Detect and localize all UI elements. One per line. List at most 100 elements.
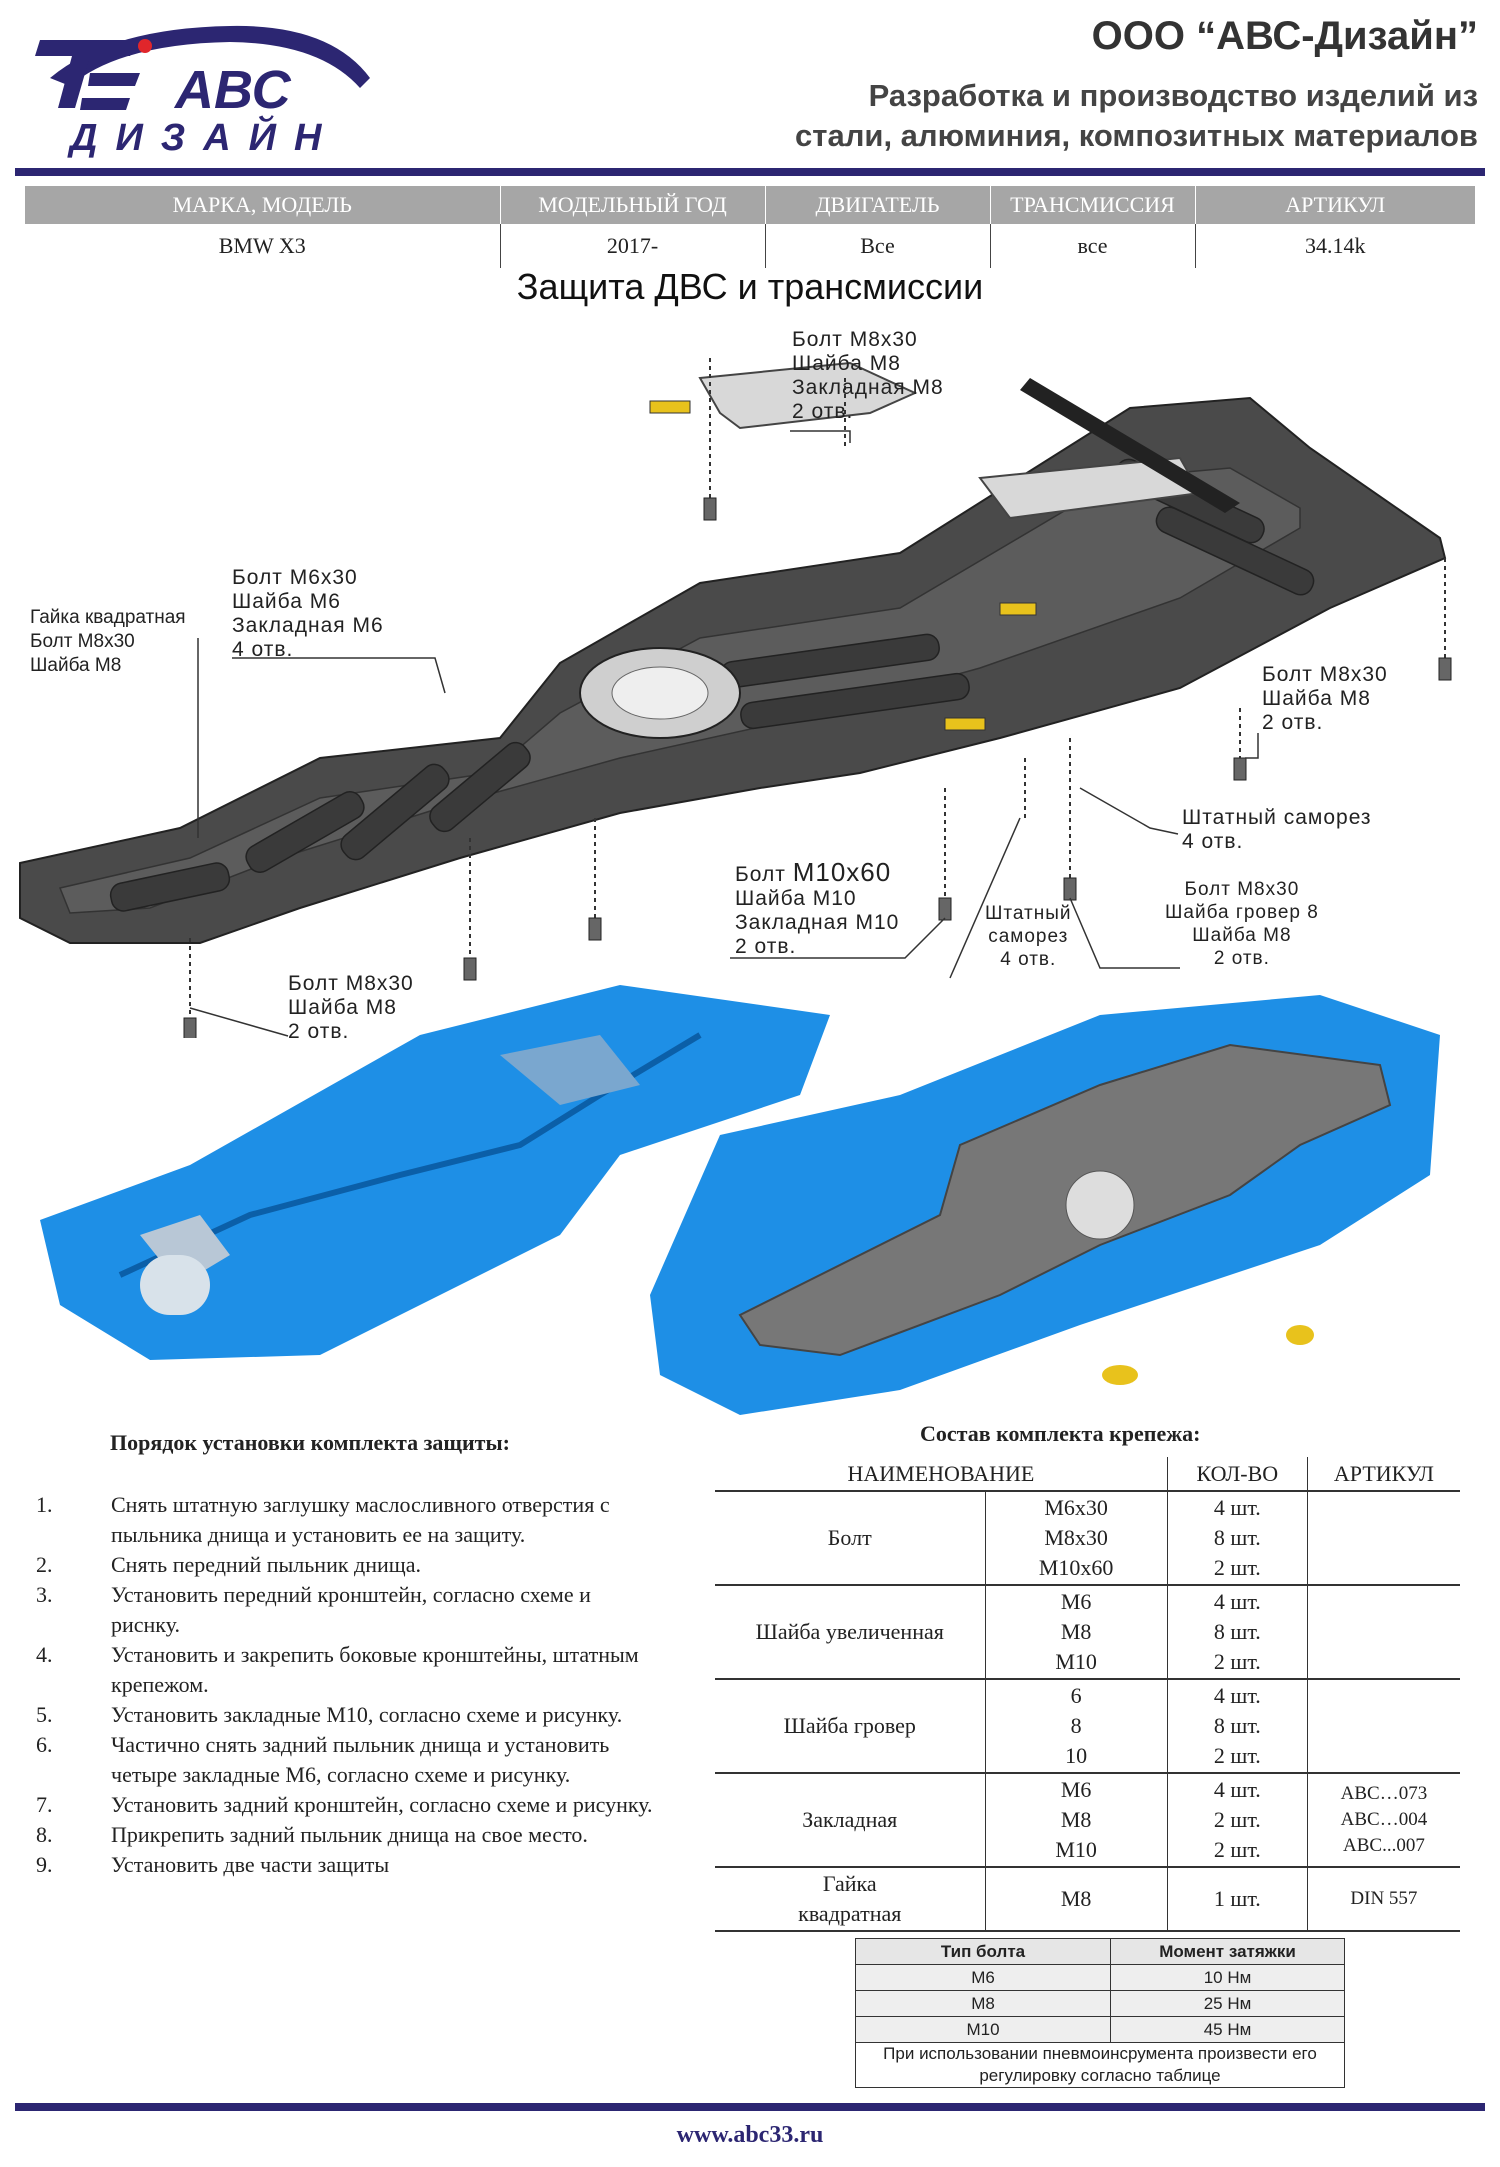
callout-line: Шайба М8 — [1262, 687, 1371, 710]
website-link[interactable]: www.abc33.ru — [676, 2122, 824, 2148]
hw-name: Шайба увеличенная — [715, 1585, 985, 1680]
install-step: 8. Прикрепить задний пыльник днища на сво… — [36, 1820, 656, 1850]
scan-underbody-image — [40, 985, 830, 1360]
callout-line: 2 отв. — [1262, 711, 1324, 734]
hw-qty: 1 шт. — [1166, 1867, 1308, 1932]
step-text: Установить закладные М10, согласно схеме… — [111, 1702, 623, 1727]
install-steps-list: 1. Снять штатную заглушку маслосливного о… — [36, 1490, 656, 1880]
callout-line: 4 отв. — [1000, 949, 1057, 970]
install-step: 3. Установить передний кронштейн, согласн… — [36, 1580, 656, 1640]
hw-qty: 4 шт. 8 шт. 2 шт. — [1166, 1679, 1308, 1774]
step-number: 5. — [36, 1702, 53, 1727]
step-number: 3. — [36, 1582, 53, 1607]
torque-value: 10 Нм — [1110, 1964, 1345, 1991]
callout-line: Шайба М8 — [1192, 925, 1292, 946]
scan-with-plate-image — [650, 995, 1440, 1415]
install-step: 1. Снять штатную заглушку маслосливного о… — [36, 1490, 656, 1550]
hw-qty: 4 шт. 2 шт. 2 шт. — [1166, 1773, 1308, 1868]
step-number: 1. — [36, 1492, 53, 1517]
page-title: Защита ДВС и трансмиссии — [516, 266, 984, 307]
table-row: Закладная М6 М8 М10 4 шт. 2 шт. 2 шт. АВ… — [715, 1773, 1460, 1868]
callout-line: Шайба М8 — [30, 655, 122, 676]
table-row: Шайба увеличенная М6 М8 М10 4 шт. 8 шт. … — [715, 1585, 1460, 1680]
callout-line: Болт М8х30 — [30, 631, 135, 652]
callout-line: саморез — [988, 926, 1069, 947]
hw-name: Болт — [715, 1491, 985, 1586]
callout-line: 2 отв. — [735, 935, 797, 958]
callout-line: 4 отв. — [1182, 830, 1244, 853]
torque-note: При использовании пневмоинсрумента произ… — [855, 2042, 1345, 2088]
torque-bolt: М8 — [855, 1990, 1111, 2017]
callout-line: Закладная М10 — [735, 911, 900, 934]
install-step: 5. Установить закладные М10, согласно схе… — [36, 1700, 656, 1730]
spec-transmission: все — [990, 224, 1196, 268]
callout-line: 4 отв. — [232, 638, 294, 661]
exploded-assembly-diagram — [19, 358, 1452, 1038]
hardware-title: Состав комплекта крепежа: — [920, 1421, 1201, 1446]
callout-line: Болт М6х30 — [232, 566, 358, 589]
table-row: Шайба гровер 6 8 10 4 шт. 8 шт. 2 шт. — [715, 1679, 1460, 1774]
spec-year: 2017- — [500, 224, 766, 268]
hw-qty: 4 шт. 8 шт. 2 шт. — [1166, 1585, 1308, 1680]
hw-article: АВС…073 АВС…004 АВС...007 — [1306, 1773, 1460, 1868]
logo-text-bottom: ДИЗАЙН — [67, 114, 339, 158]
hw-header-article: АРТИКУЛ — [1306, 1457, 1460, 1492]
callout-line: Шайба гровер 8 — [1165, 902, 1319, 923]
step-text: Установить две части защиты — [111, 1852, 390, 1877]
step-number: 6. — [36, 1732, 53, 1757]
callout-line: Закладная М6 — [232, 614, 384, 637]
install-step: 9. Установить две части защиты — [36, 1850, 656, 1880]
hw-header-name: НАИМЕНОВАНИЕ — [715, 1457, 1168, 1492]
spec-header-article: АРТИКУЛ — [1195, 186, 1475, 224]
hw-qty: 4 шт. 8 шт. 2 шт. — [1166, 1491, 1308, 1586]
spec-header-engine: ДВИГАТЕЛЬ — [765, 186, 991, 224]
hw-sizes: М6 М8 М10 — [984, 1773, 1168, 1868]
company-name: ООО “АВС-Дизайн” — [1091, 14, 1478, 58]
company-logo: АВС ДИЗАЙН — [35, 25, 370, 158]
torque-bolt: М6 — [855, 1964, 1111, 1991]
callout-line: Шайба М10 — [735, 887, 857, 910]
spec-article: 34.14k — [1305, 233, 1366, 258]
callout-line: Болт М10х60 — [735, 857, 899, 887]
callout-line: 2 отв. — [792, 400, 854, 423]
step-text: Снять передний пыльник днища. — [111, 1552, 421, 1577]
callout-front-bolt: Болт М8х30 Шайба М8 2 отв. — [288, 972, 414, 1044]
table-row: Гайка квадратная М8 1 шт. DIN 557 — [715, 1867, 1460, 1932]
callout-line: Шайба М8 — [792, 352, 901, 375]
spec-model: BMW X3 — [25, 224, 501, 268]
step-number: 9. — [36, 1852, 53, 1877]
torque-header-moment: Момент затяжки — [1110, 1938, 1345, 1965]
step-text: Частично снять задний пыльник днища и ус… — [111, 1732, 610, 1787]
callout-line: Шайба М8 — [288, 996, 397, 1019]
hw-name: Гайка квадратная — [715, 1867, 985, 1932]
hw-sizes: 6 8 10 — [984, 1679, 1168, 1774]
hw-article — [1306, 1491, 1460, 1586]
header-divider — [15, 168, 1485, 176]
callout-line: Закладная М8 — [792, 376, 944, 399]
spec-header-model: МАРКА, МОДЕЛЬ — [25, 186, 501, 224]
hw-article: DIN 557 — [1306, 1867, 1460, 1932]
hw-article — [1306, 1585, 1460, 1680]
callout-prefix: Болт — [735, 863, 793, 886]
tagline-line-2: стали, алюминия, композитных материалов — [795, 118, 1478, 153]
callout-line: Болт М8х30 — [792, 328, 918, 351]
torque-header-bolt: Тип болта — [855, 1938, 1111, 1965]
callout-stock-screw: Штатный саморез 4 отв. — [985, 902, 1072, 971]
hw-header-qty: КОЛ-ВО — [1166, 1457, 1308, 1492]
callout-line: Гайка квадратная — [30, 607, 186, 628]
tagline-line-1: Разработка и производство изделий из — [868, 78, 1478, 113]
step-number: 8. — [36, 1822, 53, 1847]
step-text: Прикрепить задний пыльник днища на свое … — [111, 1822, 588, 1847]
callout-line: Болт М8х30 — [1262, 663, 1388, 686]
torque-value: 25 Нм — [1110, 1990, 1345, 2017]
step-number: 7. — [36, 1792, 53, 1817]
logo-text-top: АВС — [173, 60, 292, 120]
callout-m6-embed: Болт М6х30 Шайба М6 Закладная М6 4 отв. — [232, 566, 384, 662]
hw-sizes: М6х30 М8х30 М10х60 — [984, 1491, 1168, 1586]
step-text: Снять штатную заглушку маслосливного отв… — [111, 1492, 610, 1547]
torque-value: 45 Нм — [1110, 2016, 1345, 2043]
step-text: Установить передний кронштейн, согласно … — [111, 1582, 591, 1637]
footer-divider — [15, 2103, 1485, 2111]
callout-size: М10х60 — [792, 857, 892, 887]
step-number: 4. — [36, 1642, 53, 1667]
